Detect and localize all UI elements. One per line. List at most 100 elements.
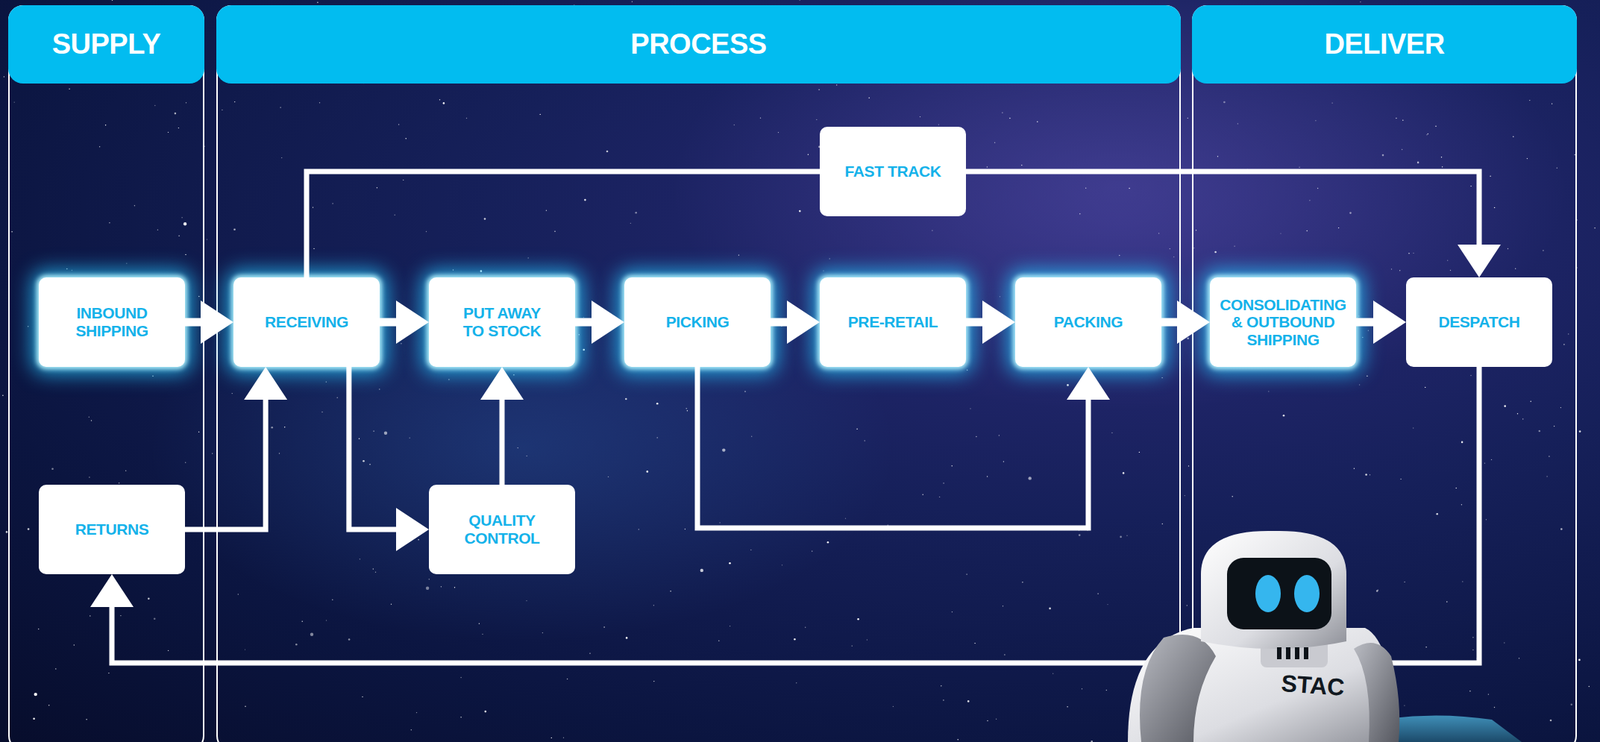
- star: [411, 729, 412, 731]
- swimlane-panel: PROCESSFAST TRACKRECEIVINGPUT AWAY TO ST…: [216, 5, 1181, 742]
- box-label: PACKING: [1053, 313, 1123, 332]
- star: [939, 496, 940, 498]
- star: [994, 142, 996, 144]
- star: [1141, 695, 1143, 696]
- star: [372, 568, 374, 570]
- star: [105, 124, 106, 126]
- star: [1021, 164, 1022, 166]
- box-label: FAST TRACK: [845, 162, 942, 181]
- star: [439, 99, 441, 100]
- star: [1357, 673, 1361, 677]
- star: [1081, 688, 1083, 690]
- star: [480, 270, 483, 273]
- star: [278, 452, 280, 454]
- star: [198, 431, 200, 433]
- star: [1514, 268, 1516, 270]
- flow-connector: [965, 300, 1016, 344]
- star: [942, 482, 944, 484]
- star: [1435, 126, 1436, 127]
- star: [525, 600, 527, 602]
- star: [14, 101, 15, 103]
- vent-slit: [1277, 647, 1282, 660]
- star: [986, 475, 988, 477]
- star: [657, 437, 658, 438]
- box-label: RETURNS: [75, 520, 150, 539]
- arrow-head: [480, 366, 524, 400]
- star: [1556, 167, 1558, 169]
- star: [1507, 248, 1509, 250]
- star: [1489, 176, 1491, 177]
- star: [484, 710, 488, 714]
- star: [1372, 643, 1374, 645]
- star: [1003, 460, 1005, 462]
- connector-line: [697, 366, 1089, 529]
- star: [198, 296, 200, 297]
- star: [312, 206, 314, 208]
- star: [793, 638, 796, 641]
- star: [1594, 227, 1595, 229]
- flow-connector: [480, 366, 524, 485]
- star: [1550, 719, 1553, 723]
- arrow-head: [90, 574, 134, 608]
- star: [1395, 117, 1397, 119]
- star: [1106, 689, 1107, 691]
- star: [1090, 740, 1093, 742]
- star: [1214, 251, 1217, 254]
- star: [1503, 405, 1507, 408]
- star: [1158, 232, 1160, 234]
- star: [1553, 425, 1555, 427]
- star: [27, 528, 30, 531]
- connector-line: [379, 318, 397, 327]
- vent-slit: [1285, 647, 1291, 660]
- star: [1446, 601, 1448, 602]
- star: [868, 97, 870, 99]
- star: [1184, 495, 1186, 497]
- arrow-head: [1177, 300, 1210, 344]
- star: [1161, 377, 1163, 379]
- star: [969, 408, 971, 409]
- star: [1560, 528, 1563, 531]
- star: [331, 202, 333, 204]
- star: [378, 388, 380, 390]
- star: [728, 562, 732, 565]
- star: [1548, 455, 1550, 457]
- star: [1551, 102, 1553, 104]
- connector-line: [306, 171, 820, 278]
- star: [1187, 117, 1189, 119]
- star: [167, 650, 169, 652]
- star: [1331, 102, 1333, 103]
- star: [951, 465, 953, 467]
- arrow-head: [1066, 366, 1110, 400]
- star: [799, 0, 801, 1]
- star: [1359, 384, 1360, 385]
- star: [1235, 725, 1236, 726]
- star: [1173, 256, 1175, 258]
- star: [1250, 589, 1252, 591]
- star: [1217, 155, 1219, 157]
- star: [627, 170, 629, 171]
- star: [218, 332, 220, 334]
- star: [1461, 504, 1463, 505]
- star: [526, 455, 528, 457]
- star: [1369, 474, 1371, 476]
- star: [1078, 530, 1080, 532]
- star: [584, 199, 587, 202]
- star: [1546, 475, 1548, 477]
- star: [1282, 414, 1286, 417]
- star: [375, 572, 376, 573]
- star: [1268, 390, 1269, 392]
- star: [134, 205, 136, 206]
- star: [804, 627, 806, 629]
- star: [1021, 581, 1023, 583]
- star: [181, 217, 183, 218]
- star: [974, 642, 975, 644]
- star: [443, 102, 446, 105]
- star: [1106, 604, 1108, 605]
- star: [669, 590, 671, 592]
- star: [940, 685, 942, 687]
- robot-eye: [1294, 575, 1320, 613]
- star: [1462, 581, 1463, 582]
- star: [1484, 462, 1486, 464]
